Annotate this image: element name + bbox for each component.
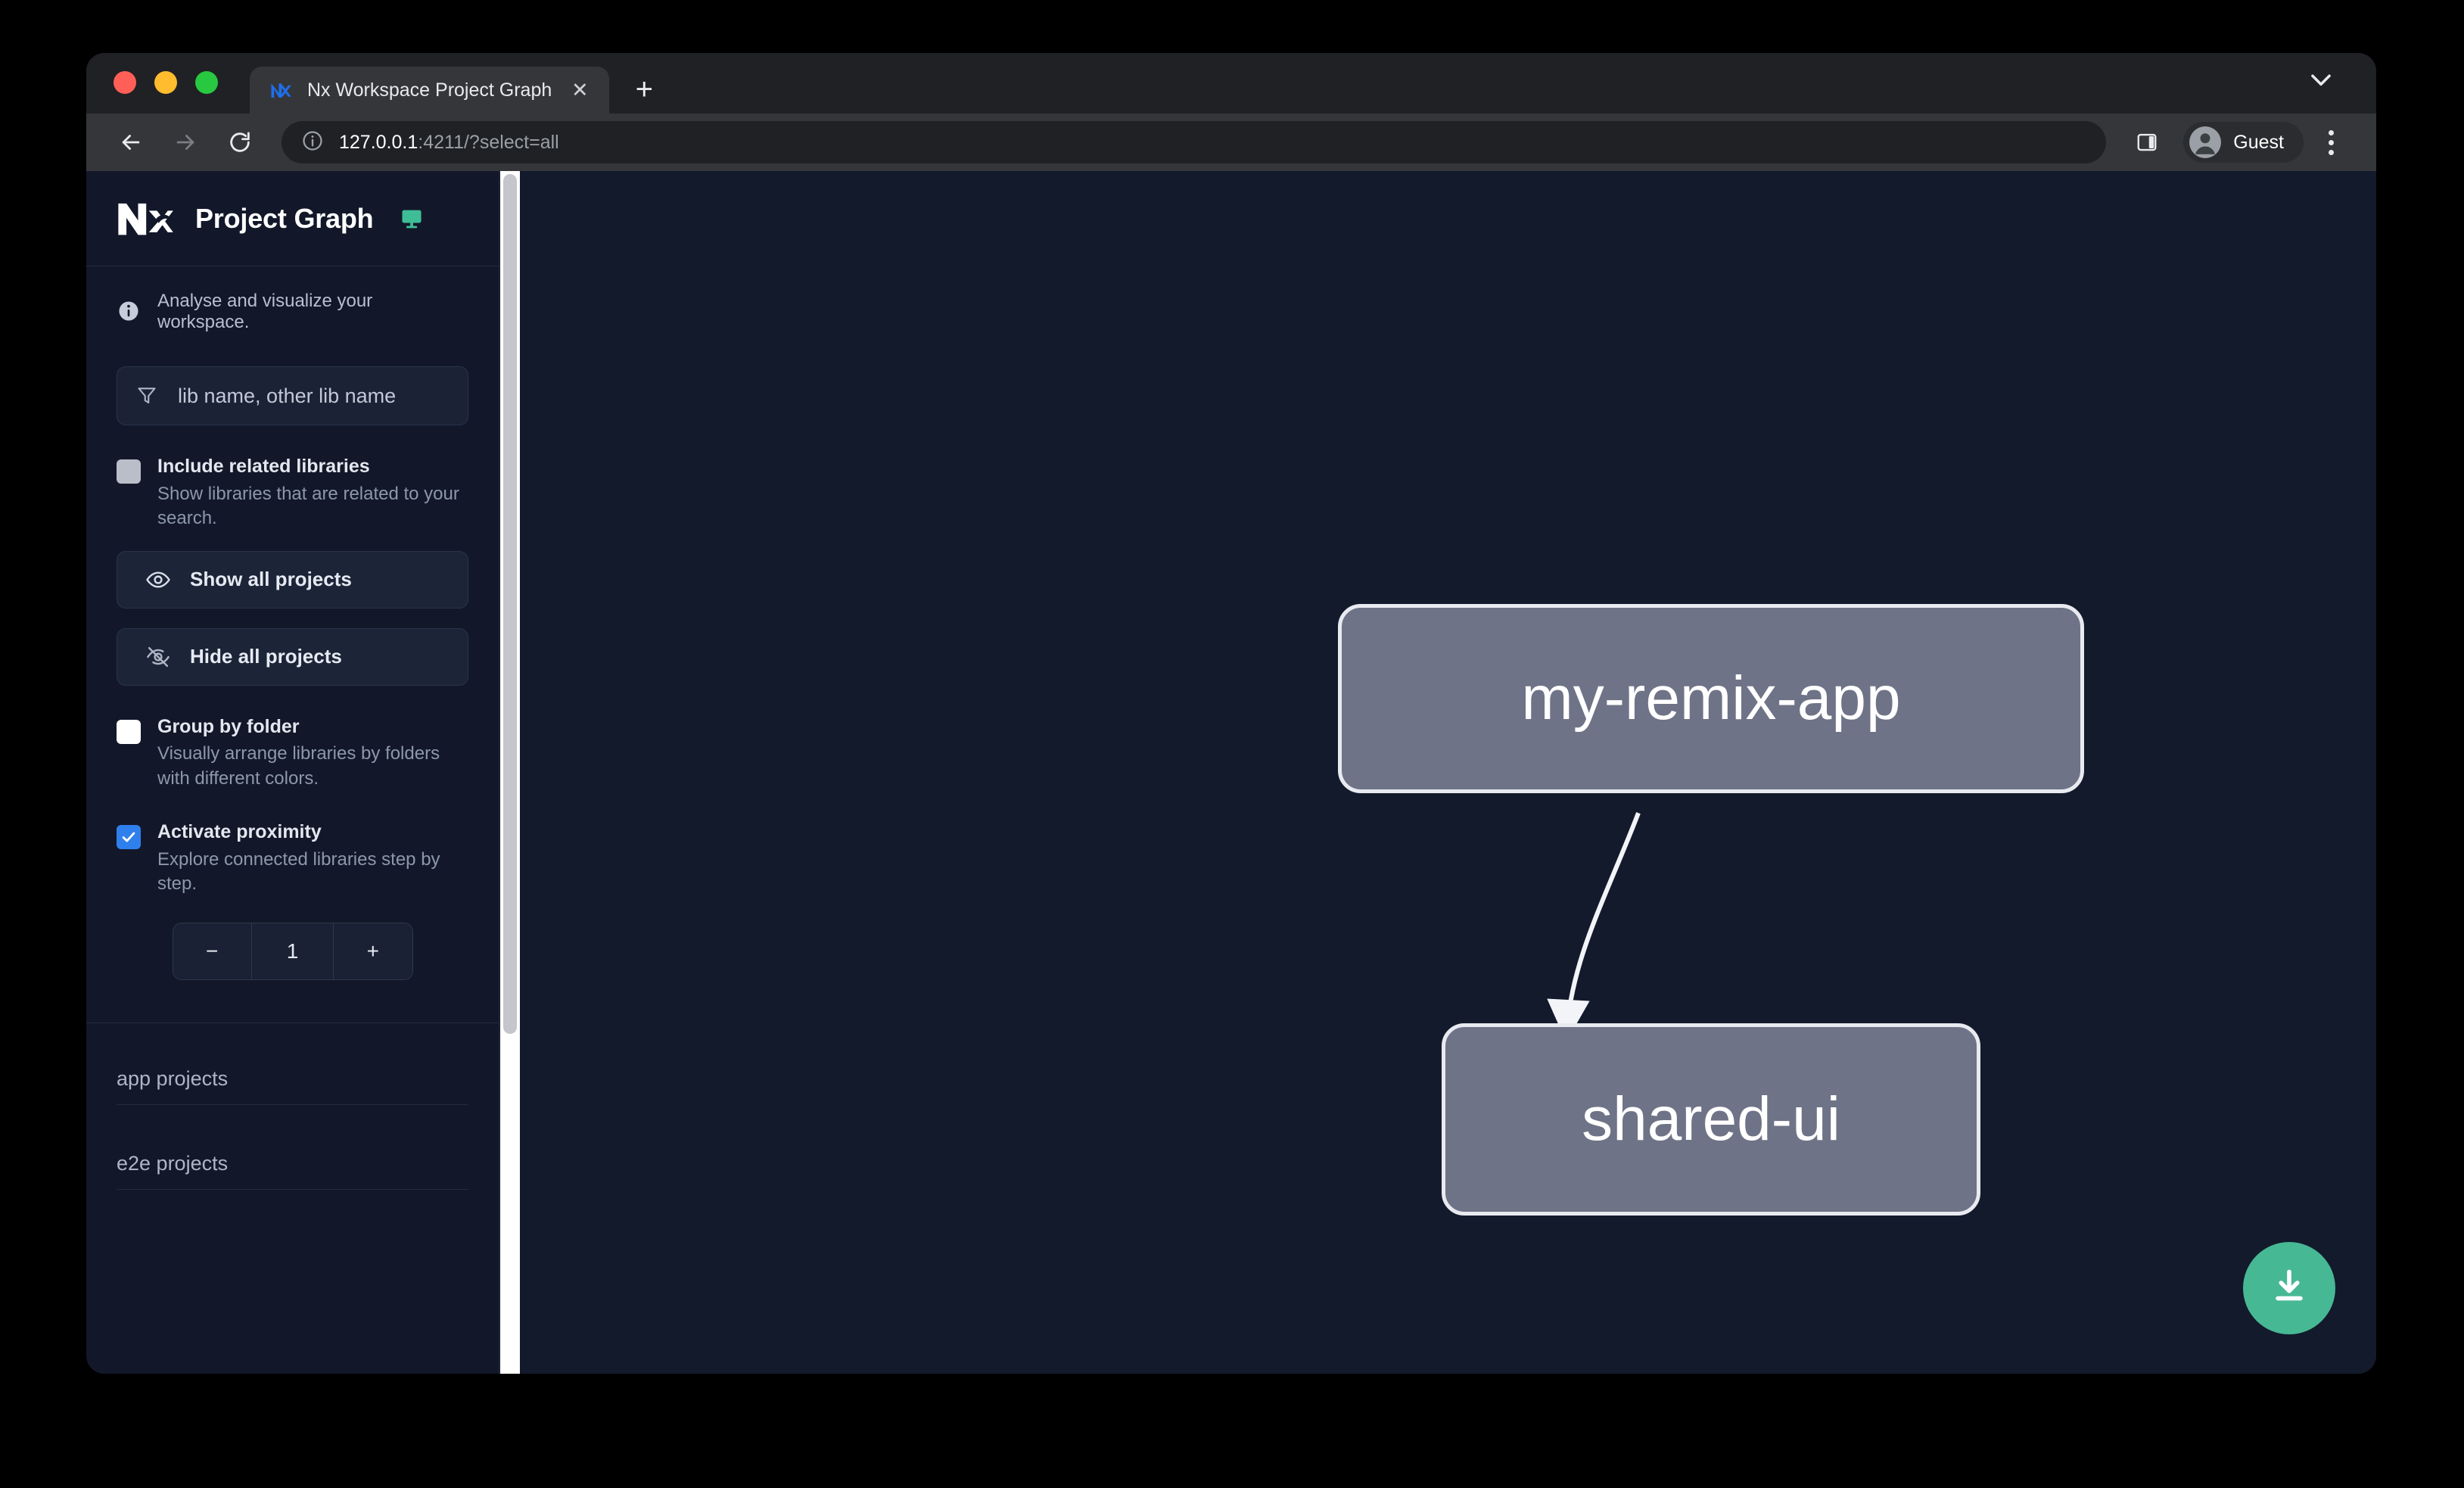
graph-node-my-remix-app[interactable]: my-remix-app <box>1338 604 2084 793</box>
sidebar-scrollbar[interactable] <box>500 171 520 1374</box>
chevron-down-icon[interactable] <box>2305 64 2337 95</box>
graph-edges <box>1547 812 1641 1042</box>
proximity-decrement-button[interactable]: − <box>173 923 251 979</box>
arrow-right-icon[interactable] <box>162 119 209 166</box>
page-title: Project Graph <box>195 202 374 234</box>
checkbox-include-related-libraries[interactable] <box>117 459 141 484</box>
show-all-projects-button[interactable]: Show all projects <box>117 550 468 609</box>
hide-all-projects-label: Hide all projects <box>190 645 342 668</box>
nx-favicon-icon <box>269 79 292 101</box>
option-description: Visually arrange libraries by folders wi… <box>157 743 440 789</box>
three-dot-menu-icon[interactable] <box>2311 123 2350 162</box>
group-header-e2e-projects[interactable]: e2e projects <box>117 1152 468 1190</box>
group-header-app-projects[interactable]: app projects <box>117 1067 468 1105</box>
option-label: Group by folder <box>157 715 300 737</box>
edge-my-remix-app-to-shared-ui <box>1547 812 1641 1042</box>
browser-tab[interactable]: Nx Workspace Project Graph ✕ <box>250 67 610 114</box>
option-description: Explore connected libraries step by step… <box>157 848 440 895</box>
filter-field[interactable] <box>117 366 468 425</box>
show-all-projects-label: Show all projects <box>190 568 352 591</box>
address-bar[interactable]: 127.0.0.1:4211/?select=all <box>282 121 2107 163</box>
side-panel-icon[interactable] <box>2127 123 2167 162</box>
window-traffic-lights <box>114 71 218 114</box>
proximity-increment-button[interactable]: + <box>334 923 412 979</box>
checkbox-group-by-folder[interactable] <box>117 719 141 744</box>
search-input[interactable] <box>178 384 450 408</box>
browser-toolbar: 127.0.0.1:4211/?select=all Guest <box>86 114 2376 171</box>
page-content: Project Graph Analy <box>86 171 2376 1374</box>
new-tab-button[interactable]: + <box>635 73 653 106</box>
sidebar-header: Project Graph <box>86 171 499 266</box>
address-bar-url: 127.0.0.1:4211/?select=all <box>339 132 559 154</box>
download-icon <box>2268 1265 2310 1312</box>
arrow-left-icon[interactable] <box>107 119 154 166</box>
eye-off-icon <box>145 643 172 671</box>
address-path: :4211/?select=all <box>418 131 559 153</box>
person-avatar-icon <box>2189 126 2222 158</box>
nx-logo-icon <box>117 201 174 237</box>
address-host: 127.0.0.1 <box>339 131 418 153</box>
download-graph-button[interactable] <box>2243 1242 2335 1334</box>
profile-name: Guest <box>2233 131 2284 153</box>
maximize-window-button[interactable] <box>195 71 218 94</box>
option-label: Activate proximity <box>157 821 322 843</box>
eye-icon <box>145 566 172 593</box>
sidebar-tagline-text: Analyse and visualize your workspace. <box>157 291 373 332</box>
funnel-icon <box>135 384 160 408</box>
proximity-stepper[interactable]: − 1 + <box>172 922 413 980</box>
option-include-related-libraries[interactable]: Include related libraries Show libraries… <box>117 456 468 531</box>
sidebar-tagline: Analyse and visualize your workspace. <box>86 266 499 333</box>
checkbox-activate-proximity[interactable] <box>117 825 141 850</box>
info-icon <box>117 299 142 325</box>
sidebar-scrollbar-thumb[interactable] <box>503 174 517 1035</box>
option-group-by-folder[interactable]: Group by folder Visually arrange librari… <box>117 716 468 792</box>
graph-node-shared-ui[interactable]: shared-ui <box>1442 1023 1980 1216</box>
profile-button[interactable]: Guest <box>2183 122 2304 163</box>
option-description: Show libraries that are related to your … <box>157 483 459 529</box>
minimize-window-button[interactable] <box>154 71 177 94</box>
project-graph-canvas[interactable]: my-remix-app shared-ui <box>499 171 2376 1374</box>
option-label: Include related libraries <box>157 456 370 477</box>
sidebar-scroll-area: Include related libraries Show libraries… <box>86 333 499 1374</box>
proximity-value: 1 <box>250 923 334 979</box>
sidebar: Project Graph Analy <box>86 171 499 1374</box>
monitor-icon[interactable] <box>399 206 425 232</box>
tab-strip: Nx Workspace Project Graph ✕ + <box>86 53 2376 114</box>
hide-all-projects-button[interactable]: Hide all projects <box>117 627 468 686</box>
info-circle-icon[interactable] <box>301 129 324 156</box>
reload-icon[interactable] <box>216 119 263 166</box>
option-activate-proximity[interactable]: Activate proximity Explore connected lib… <box>117 821 468 897</box>
tab-title: Nx Workspace Project Graph <box>307 79 552 101</box>
close-icon[interactable]: ✕ <box>571 78 589 101</box>
browser-window: Nx Workspace Project Graph ✕ + <box>86 53 2376 1374</box>
close-window-button[interactable] <box>114 71 136 94</box>
